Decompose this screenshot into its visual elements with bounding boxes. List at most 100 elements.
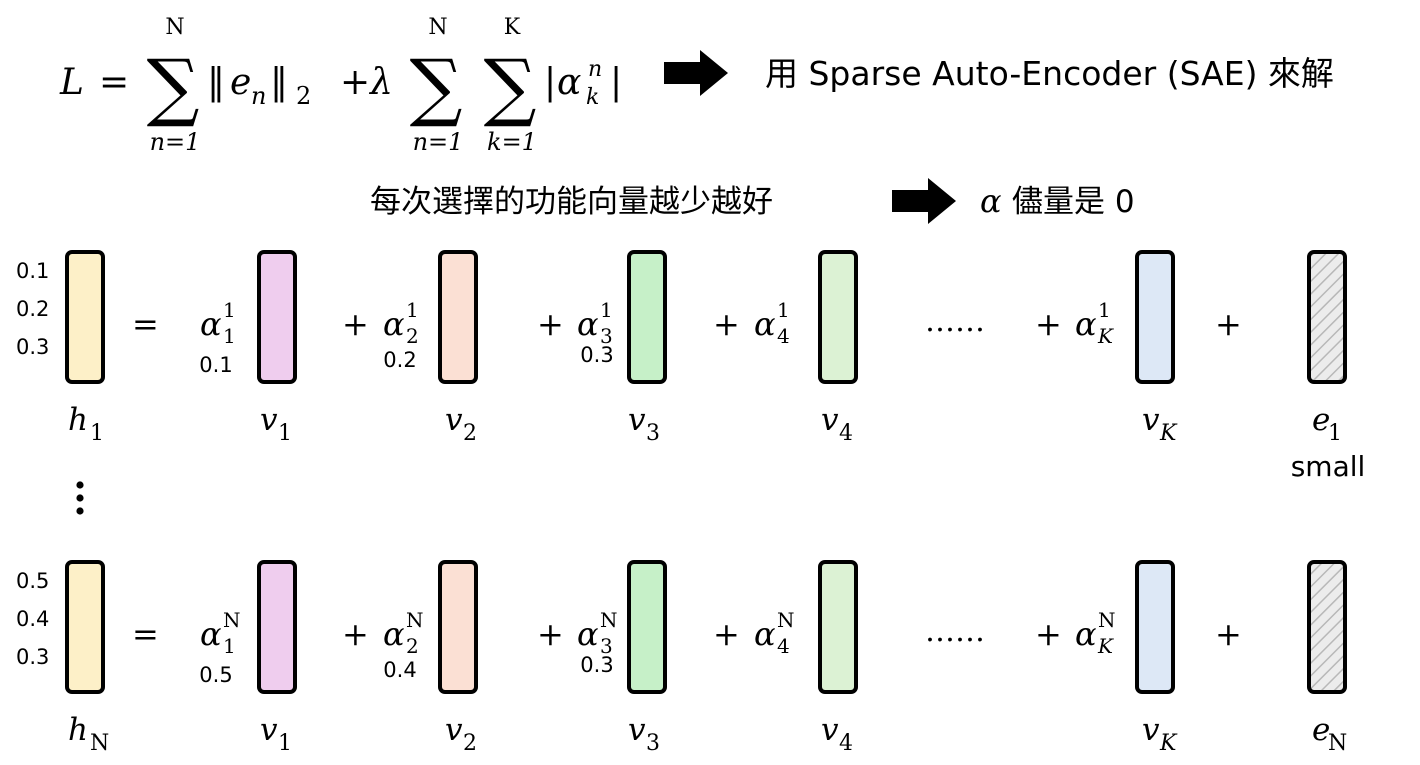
norm-variable: e (230, 62, 251, 103)
alpha-subscript-5: K (1097, 324, 1114, 348)
equals-sign: = (132, 305, 159, 343)
sum3-upper-limit: K (504, 15, 521, 40)
h-value-1: 0.1 (16, 259, 49, 283)
alpha-superscript-4: 1 (777, 298, 790, 322)
norm-open: ‖ (207, 62, 225, 103)
formula-equals: = (99, 62, 129, 103)
h-value-1: 0.5 (16, 569, 49, 593)
v-label-3: v (628, 712, 646, 748)
v-label-subscript-5: K (1159, 421, 1178, 446)
alpha-subscript-3: 3 (600, 634, 613, 658)
alpha-superscript-2: 1 (406, 298, 419, 322)
v-vector-box-4 (818, 560, 858, 694)
alpha-subscript-4: 4 (777, 324, 790, 348)
alpha-value-3: 0.3 (580, 653, 613, 677)
alpha-subscript-5: K (1097, 634, 1114, 658)
error-vector-box (1307, 250, 1347, 384)
v-label-subscript-4: 4 (839, 421, 853, 446)
alpha-coefficient-4: α (754, 615, 776, 653)
alpha-coefficient-5: α (1075, 615, 1097, 653)
v-label-subscript-3: 3 (646, 421, 660, 446)
v-label-subscript-1: 1 (278, 731, 292, 756)
sum2-upper-limit: N (428, 15, 447, 40)
v-vector-box-5 (1135, 250, 1175, 384)
horizontal-ellipsis: …… (925, 614, 985, 649)
alpha-coefficient-1: α (200, 615, 222, 653)
abs-open: | (544, 62, 556, 103)
h-vector-box (65, 250, 105, 384)
v-label-subscript-3: 3 (646, 731, 660, 756)
norm-order: 2 (296, 82, 311, 110)
e-label: e (1312, 402, 1330, 438)
h-label: h (68, 402, 88, 438)
alpha-superscript: n (588, 57, 602, 82)
v-vector-box-3 (627, 560, 667, 694)
e-label-subscript: N (1328, 731, 1347, 756)
alpha-caption-text: 儘量是 0 (1012, 184, 1135, 220)
alpha-subscript-1: 1 (223, 634, 236, 658)
v-vector-box-5 (1135, 560, 1175, 694)
v-vector-box-4 (818, 250, 858, 384)
v-label-subscript-1: 1 (278, 421, 292, 446)
alpha-superscript-1: 1 (223, 298, 236, 322)
alpha-subscript-1: 1 (223, 324, 236, 348)
alpha-coefficient-2: α (383, 305, 405, 343)
horizontal-ellipsis: …… (925, 304, 985, 339)
arrow-right-icon (892, 178, 956, 224)
sum3-lower-limit: k=1 (487, 128, 537, 156)
plus-sign-2: + (537, 615, 564, 653)
alpha-coefficient-5: α (1075, 305, 1097, 343)
alpha-value-1: 0.1 (199, 353, 232, 377)
v-vector-box-1 (257, 250, 297, 384)
v-label-5: v (1142, 712, 1160, 748)
alpha-value-2: 0.4 (383, 658, 416, 682)
plus-sign-final: + (1215, 615, 1242, 653)
e-label: e (1312, 712, 1330, 748)
h-value-3: 0.3 (16, 645, 49, 669)
v-label-subscript-2: 2 (463, 731, 477, 756)
plus-sign-4: + (1035, 615, 1062, 653)
sum1-lower-limit: n=1 (150, 128, 201, 156)
equals-sign: = (132, 615, 159, 653)
formula-lhs: L (59, 62, 84, 103)
alpha-coefficient-1: α (200, 305, 222, 343)
v-label-4: v (821, 712, 839, 748)
plus-sign-2: + (537, 305, 564, 343)
v-label-1: v (260, 712, 278, 748)
alpha-symbol: α (557, 62, 581, 103)
h-value-2: 0.2 (16, 297, 49, 321)
error-vector-box (1307, 560, 1347, 694)
alpha-subscript-3: 3 (600, 324, 613, 348)
plus-sign-3: + (713, 305, 740, 343)
alpha-coefficient-2: α (383, 615, 405, 653)
v-label-subscript-5: K (1159, 731, 1178, 756)
sum2-lower-limit: n=1 (413, 128, 464, 156)
alpha-superscript-3: 1 (600, 298, 613, 322)
v-label-2: v (445, 712, 463, 748)
alpha-superscript-3: N (600, 608, 618, 632)
alpha-value-2: 0.2 (383, 348, 416, 372)
alpha-subscript-2: 2 (406, 324, 419, 348)
alpha-value-3: 0.3 (580, 343, 613, 367)
v-vector-box-2 (438, 560, 478, 694)
v-label-1: v (260, 402, 278, 438)
alpha-subscript-4: 4 (777, 634, 790, 658)
alpha-subscript: k (586, 85, 599, 110)
h-label-subscript: 1 (90, 421, 104, 446)
sae-caption: 用 Sparse Auto-Encoder (SAE) 來解 (765, 54, 1334, 93)
v-label-4: v (821, 402, 839, 438)
plus-sign-final: + (1215, 305, 1242, 343)
alpha-superscript-1: N (223, 608, 241, 632)
h-label: h (68, 712, 88, 748)
alpha-caption-symbol: α (980, 182, 1002, 220)
plus-lambda: +λ (340, 62, 393, 103)
v-vector-box-1 (257, 560, 297, 694)
norm-close: ‖ (270, 62, 288, 103)
arrow-right-icon (664, 50, 728, 96)
e-label-subscript: 1 (1328, 421, 1342, 446)
alpha-coefficient-3: α (577, 305, 599, 343)
